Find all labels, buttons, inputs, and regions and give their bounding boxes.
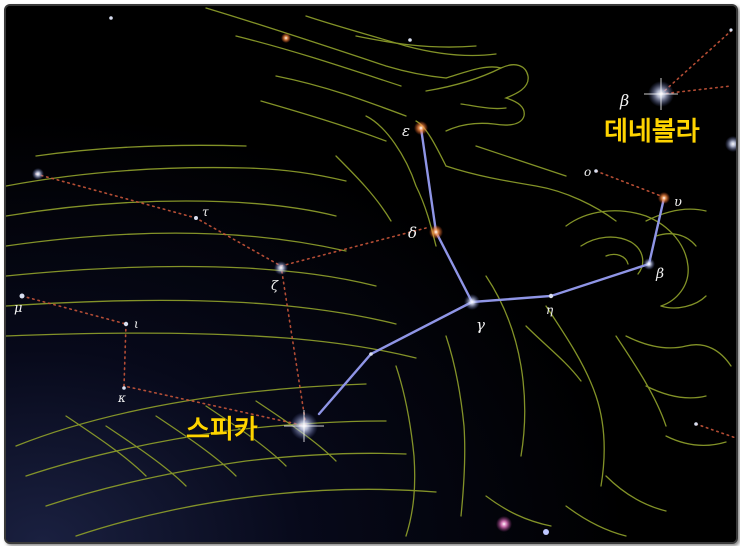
label-beta: β: [655, 266, 664, 282]
delta-star: [429, 225, 443, 239]
background-stars: [19, 16, 733, 426]
epsilon-star: [414, 121, 428, 135]
label-eta: η: [546, 303, 554, 317]
label-delta: δ: [408, 224, 417, 242]
bright-stars: [32, 33, 736, 535]
star-map-frame: β ε δ γ η β υ ο τ ζ μ ι κ 스피카 데네볼라: [4, 4, 738, 544]
gamma-star: [464, 294, 480, 310]
label-epsilon: ε: [402, 122, 410, 140]
vindemiatrix-name: 데네볼라: [604, 117, 700, 147]
label-gamma: γ: [476, 316, 485, 334]
star-map: β ε δ γ η β υ ο τ ζ μ ι κ 스피카 데네볼라: [6, 6, 736, 542]
label-kappa: κ: [117, 391, 126, 405]
greek-labels: β ε δ γ η β υ ο τ ζ μ ι κ: [14, 91, 682, 405]
label-beta-top: β: [619, 91, 629, 110]
label-mu: μ: [14, 301, 22, 316]
virgo-figure-outline: [6, 7, 732, 537]
label-omicron: ο: [584, 165, 591, 179]
label-tau: τ: [202, 205, 209, 219]
spica-name: 스피카: [186, 415, 258, 445]
label-zeta: ζ: [271, 279, 279, 294]
night-sky-background: [6, 6, 736, 542]
label-upsilon: υ: [674, 195, 682, 210]
label-iota: ι: [134, 317, 139, 331]
